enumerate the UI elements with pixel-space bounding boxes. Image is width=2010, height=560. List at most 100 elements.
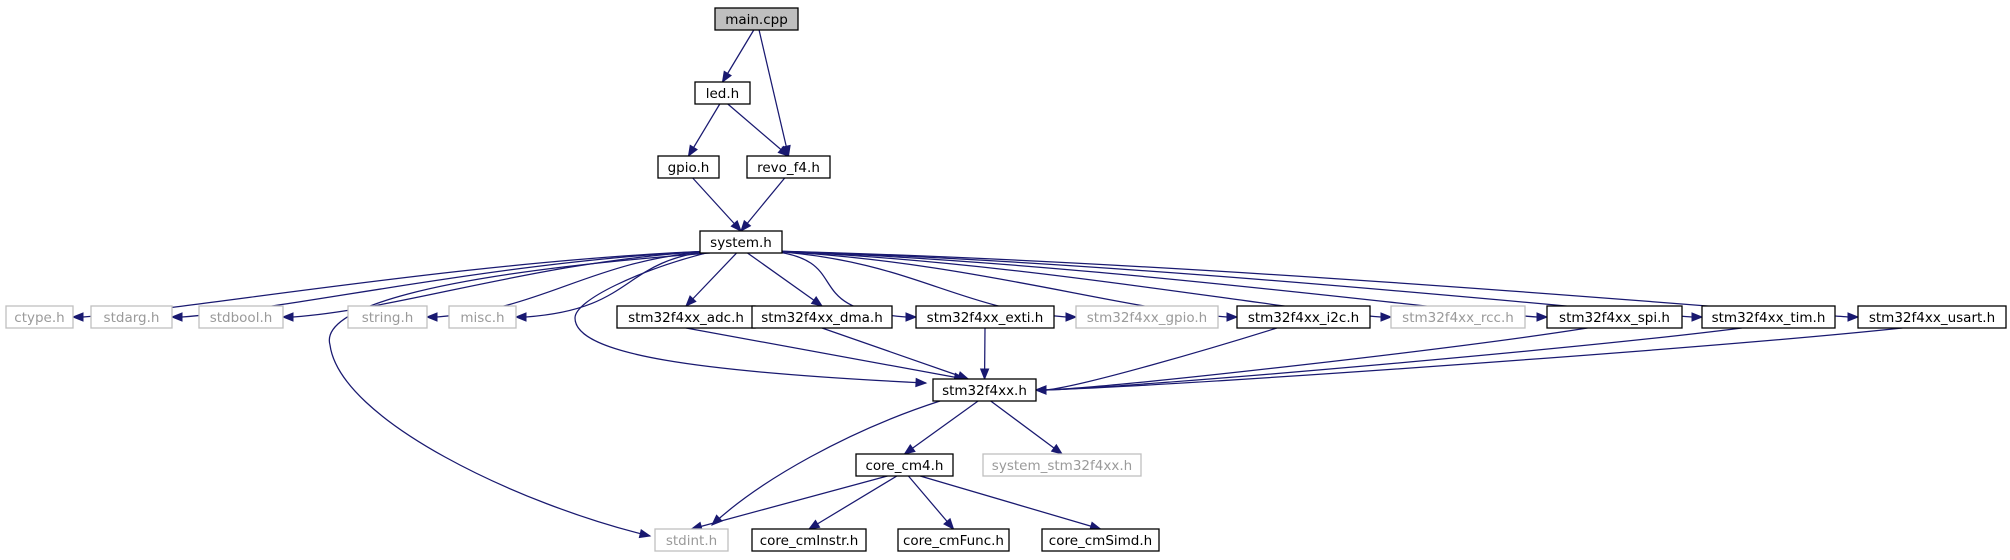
node-label: stm32f4xx_i2c.h <box>1248 310 1359 326</box>
node-box <box>1857 305 2007 329</box>
edge-line <box>685 252 738 307</box>
node-box <box>1041 528 1160 552</box>
arrowhead-icon <box>1034 385 1047 395</box>
edge-line <box>904 400 979 455</box>
edge-led_h-to-gpio_h <box>687 103 721 158</box>
node-gpio-h[interactable]: gpio.h <box>657 155 720 179</box>
arrowhead-icon <box>71 312 84 322</box>
edge-line <box>747 252 823 307</box>
edge-line <box>685 327 965 380</box>
node-box <box>714 7 799 31</box>
node-ctype-h: ctype.h <box>5 305 74 329</box>
arrowhead-icon <box>685 295 697 307</box>
edge-line <box>740 177 786 232</box>
node-core-cm4-h[interactable]: core_cm4.h <box>855 453 954 477</box>
arrowhead-icon <box>915 377 928 388</box>
node-i2c-h[interactable]: stm32f4xx_i2c.h <box>1236 305 1371 329</box>
node-box <box>90 305 173 329</box>
node-label: misc.h <box>460 310 504 326</box>
edge-line <box>808 475 898 530</box>
node-label: ctype.h <box>14 310 64 326</box>
node-box <box>198 305 284 329</box>
node-misc-h: misc.h <box>448 305 517 329</box>
node-box <box>699 230 783 254</box>
edge-line <box>692 177 742 232</box>
node-label: stm32f4xx_spi.h <box>1559 310 1670 326</box>
edge-line <box>907 475 954 530</box>
arrowhead-icon <box>905 312 918 322</box>
node-label: stm32f4xx_tim.h <box>1712 310 1826 326</box>
node-box <box>932 378 1037 402</box>
edge-core_cm4_h-to-cmfunc_h <box>907 475 955 531</box>
node-box <box>1236 305 1371 329</box>
edge-tim_h-to-stm32f4xx_h <box>1034 327 1742 395</box>
node-box <box>5 305 74 329</box>
node-led-h[interactable]: led.h <box>694 81 751 105</box>
node-label: stdint.h <box>666 533 717 549</box>
arrowhead-icon <box>903 444 916 455</box>
node-tim-h[interactable]: stm32f4xx_tim.h <box>1701 305 1836 329</box>
node-label: system.h <box>710 235 772 251</box>
node-label: stm32f4xx_dma.h <box>761 310 883 326</box>
arrowhead-icon <box>1226 312 1239 322</box>
node-box <box>915 305 1055 329</box>
node-label: stm32f4xx_rcc.h <box>1402 310 1514 326</box>
node-label: stm32f4xx_gpio.h <box>1087 310 1208 326</box>
node-dma-h[interactable]: stm32f4xx_dma.h <box>751 305 893 329</box>
edge-gpio_h-to-system_h <box>692 177 742 232</box>
node-label: main.cpp <box>725 12 788 28</box>
node-label: stm32f4xx.h <box>942 383 1027 399</box>
arrowhead-icon <box>1050 443 1064 455</box>
arrowhead-icon <box>979 368 990 381</box>
edge-line <box>920 475 1101 530</box>
node-box <box>694 81 751 105</box>
edge-exti_h-to-stm32f4xx_h <box>979 327 990 381</box>
edge-line <box>758 29 790 157</box>
node-label: stm32f4xx_adc.h <box>628 310 744 326</box>
edge-line <box>711 400 941 526</box>
edge-line <box>1045 327 1742 391</box>
node-rcc-h: stm32f4xx_rcc.h <box>1390 305 1526 329</box>
node-cminstr-h[interactable]: core_cmInstr.h <box>751 528 867 552</box>
edge-line <box>821 327 969 380</box>
edge-line <box>525 250 712 318</box>
node-cmsimd-h[interactable]: core_cmSimd.h <box>1041 528 1160 552</box>
node-stdbool-h: stdbool.h <box>198 305 284 329</box>
arrowhead-icon <box>1065 312 1078 322</box>
arrowhead-icon <box>425 312 438 322</box>
node-box <box>347 305 428 329</box>
edge-usart_h-to-stm32f4xx_h <box>1034 327 1903 395</box>
node-box <box>1701 305 1836 329</box>
node-label: stm32f4xx_exti.h <box>927 310 1044 326</box>
edge-line <box>1045 327 1588 391</box>
node-usart-h[interactable]: stm32f4xx_usart.h <box>1857 305 2007 329</box>
edge-core_cm4_h-to-cminstr_h <box>807 475 898 530</box>
arrowhead-icon <box>1536 312 1549 322</box>
edge-system_h-to-stdbool_h <box>281 250 712 322</box>
node-main-cpp[interactable]: main.cpp <box>714 7 799 31</box>
node-system-h[interactable]: system.h <box>699 230 783 254</box>
arrowhead-icon <box>514 312 527 322</box>
arrowhead-icon <box>730 220 742 232</box>
node-label: gpio.h <box>668 160 710 176</box>
node-spi-h[interactable]: stm32f4xx_spi.h <box>1546 305 1683 329</box>
node-layer: main.cpp led.h gpio.h revo_f4.h system.h ctyp… <box>5 7 2007 552</box>
node-label: string.h <box>362 310 414 326</box>
edge-line <box>574 252 927 384</box>
node-adc-h[interactable]: stm32f4xx_adc.h <box>616 305 756 329</box>
edge-system_h-to-dma_h <box>747 252 824 307</box>
node-label: core_cmInstr.h <box>760 533 859 549</box>
node-box <box>897 528 1010 552</box>
node-label: stm32f4xx_usart.h <box>1869 310 1995 326</box>
edge-main_cpp-to-led_h <box>721 29 755 84</box>
edge-line <box>691 475 888 530</box>
node-stm32f4xx-h[interactable]: stm32f4xx.h <box>932 378 1037 402</box>
node-revo-f4-h[interactable]: revo_f4.h <box>746 155 831 179</box>
node-exti-h[interactable]: stm32f4xx_exti.h <box>915 305 1055 329</box>
node-cmfunc-h[interactable]: core_cmFunc.h <box>897 528 1010 552</box>
arrowhead-icon <box>1847 312 1860 322</box>
edge-system_h-to-misc_h <box>514 250 712 322</box>
edge-line <box>990 400 1063 455</box>
node-label: stdarg.h <box>104 310 160 326</box>
node-box <box>751 305 893 329</box>
